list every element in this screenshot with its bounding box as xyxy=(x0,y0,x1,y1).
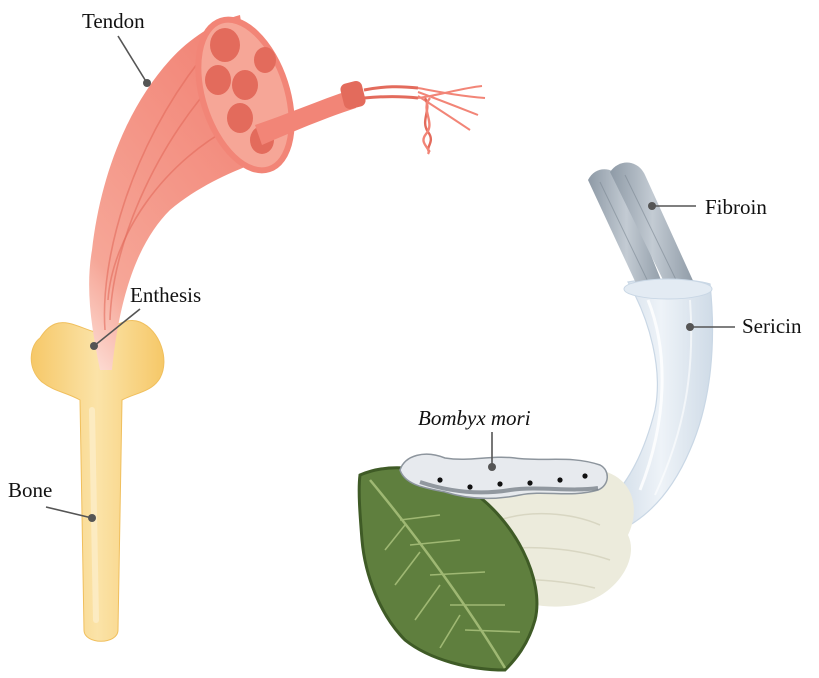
tendon-leader-dot xyxy=(143,79,151,87)
tendon-leader-line xyxy=(118,36,147,83)
enthesis-leader-dot xyxy=(90,342,98,350)
fibroin-label-group: Fibroin xyxy=(648,195,767,219)
fibroin-leader-dot xyxy=(648,202,656,210)
bone-label: Bone xyxy=(8,478,52,502)
silkworm-label: Bombyx mori xyxy=(418,406,531,430)
fibroin-label: Fibroin xyxy=(705,195,767,219)
enthesis-label: Enthesis xyxy=(130,283,201,307)
sericin-leader-dot xyxy=(686,323,694,331)
tendon-label: Tendon xyxy=(82,9,145,33)
sericin-label: Sericin xyxy=(742,314,802,338)
bone-leader-dot xyxy=(88,514,96,522)
tendon-illustration xyxy=(89,8,485,370)
tendon-label-group: Tendon xyxy=(82,9,151,87)
silkworm-leader-dot xyxy=(488,463,496,471)
